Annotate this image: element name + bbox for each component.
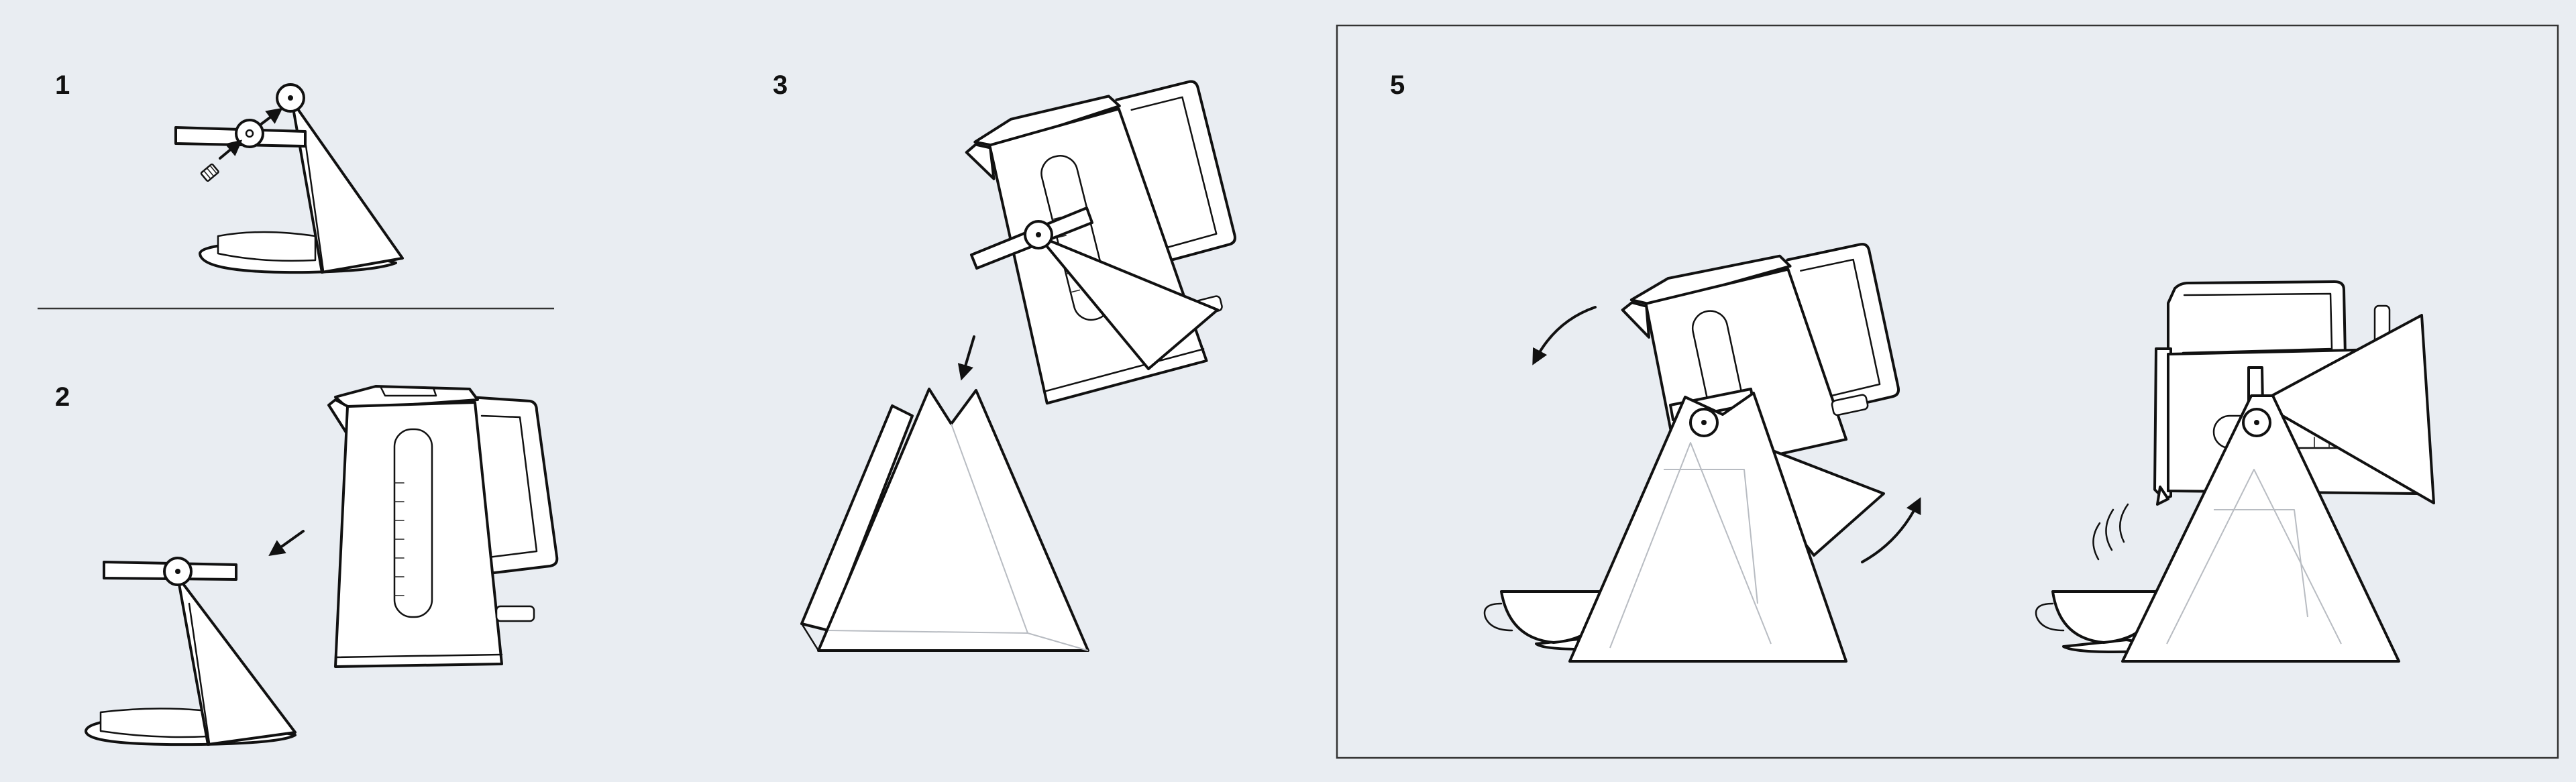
cup-handle <box>2035 602 2065 632</box>
stand-ghost-edge <box>1609 442 1772 649</box>
base-plate <box>99 708 209 738</box>
cup-handle <box>1483 602 1513 632</box>
base-plate <box>217 231 317 262</box>
curved-arrow-icon <box>1532 306 1597 366</box>
stand-illustration <box>85 557 297 746</box>
pivot-dot <box>175 569 180 574</box>
step-number: 3 <box>773 70 788 100</box>
step-5-frame <box>1336 24 2559 759</box>
kettle-base-line <box>334 653 503 659</box>
step-number: 2 <box>55 382 70 412</box>
arm-pivot-hole <box>245 129 254 138</box>
screw-icon <box>200 163 219 182</box>
stand-back-panel <box>800 404 914 632</box>
stand-ghost-edge <box>951 423 1028 634</box>
pivot-dot <box>288 95 293 101</box>
cone-edge <box>304 139 325 272</box>
arm-pivot <box>235 119 264 148</box>
step-2-panel: 2 <box>55 382 559 746</box>
stand-cone <box>1037 235 1219 370</box>
pivot-dot <box>2254 420 2259 425</box>
step-1-panel: 1 <box>55 70 404 274</box>
stand-ghost-edge <box>2214 509 2308 618</box>
pour-into-cup-illustration <box>2035 280 2435 663</box>
kettle-base-line <box>1043 348 1205 393</box>
stand-front-panel <box>1568 392 1847 663</box>
cone-edge <box>188 602 211 744</box>
stand-illustration <box>800 388 1089 652</box>
kettle-handle-inner <box>2182 292 2333 354</box>
arrow-icon <box>259 107 283 126</box>
kettle-spout <box>1621 301 1650 339</box>
curved-arrow-icon <box>1861 497 1921 563</box>
lid-button <box>380 386 437 397</box>
power-switch <box>495 605 535 622</box>
pour-forward-illustration <box>1483 243 1921 663</box>
step-3-panel: 3 <box>773 70 1236 652</box>
pivot-dot <box>1036 232 1041 237</box>
step-number: 5 <box>1390 70 1405 100</box>
stand-ghost-edge <box>1664 469 1758 604</box>
arrow-icon <box>219 139 243 160</box>
pivot-dot <box>1701 420 1707 425</box>
stand-front-panel <box>817 388 1089 652</box>
stand-side-edge <box>800 622 820 652</box>
arrow-icon <box>957 335 975 381</box>
pour-stream-icon <box>2092 503 2129 561</box>
kettle-spout <box>965 143 996 180</box>
kettle-handle <box>2167 280 2347 364</box>
stand-top <box>970 207 1219 370</box>
kettle-handle-inner <box>1800 258 1881 398</box>
stand-ghost-edge <box>2166 469 2342 645</box>
stand-cone <box>290 99 404 274</box>
step-5-panel: 5 <box>1336 24 2559 759</box>
kettle-spout <box>2156 486 2169 506</box>
kettle-handle-inner <box>480 414 538 559</box>
power-switch <box>1831 394 1869 416</box>
kettle-illustration <box>327 385 559 668</box>
kettle-handle-inner <box>1130 96 1218 249</box>
cup-icon <box>2035 590 2165 653</box>
kettle-handle <box>1115 80 1236 265</box>
stand-cone <box>2258 314 2435 504</box>
kettle-handle <box>468 396 559 575</box>
step-number: 1 <box>55 70 70 100</box>
stand-illustration <box>174 83 404 274</box>
water-window <box>393 428 433 618</box>
stand-cone <box>176 575 297 746</box>
arrow-icon <box>268 530 305 556</box>
level-marks <box>394 482 405 596</box>
